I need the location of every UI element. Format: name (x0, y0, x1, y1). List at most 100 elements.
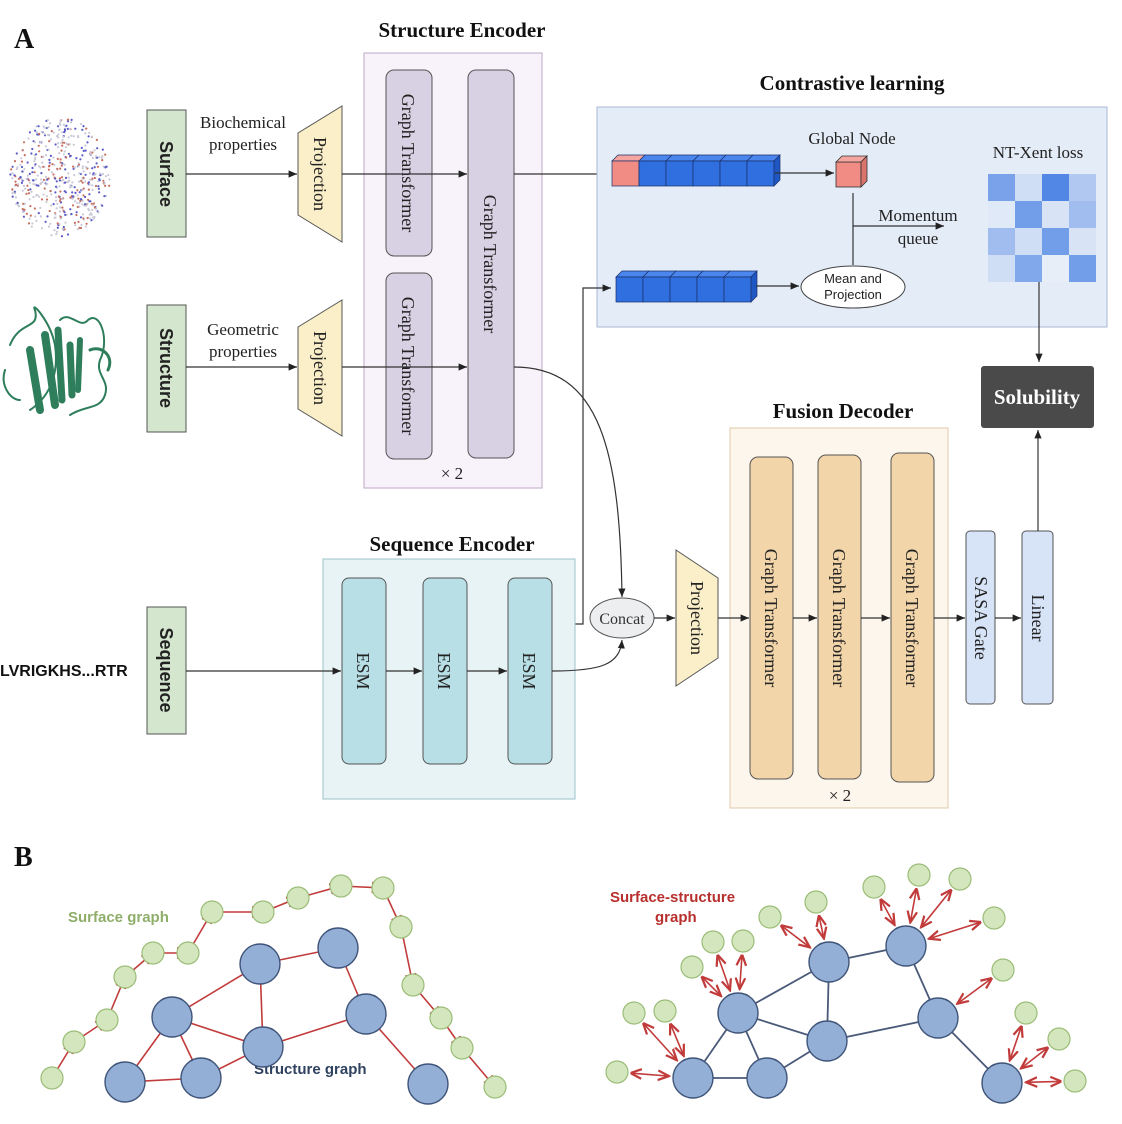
surface-dot (55, 135, 59, 138)
surface-dot (97, 180, 100, 183)
surface-dot (108, 178, 111, 181)
surface-dot (81, 167, 84, 170)
surface-dot (37, 165, 41, 168)
protein-ribbon-icon (2, 306, 112, 416)
surface-dot (55, 180, 58, 183)
surface-dot (26, 174, 29, 177)
surface-dot (59, 167, 62, 170)
surface-dot (54, 216, 57, 219)
surface-dot (71, 195, 74, 198)
surface-dot (97, 185, 100, 188)
surface-dot (81, 203, 84, 206)
surface-dot (76, 205, 79, 209)
surface-dot (56, 125, 60, 128)
surface-dot (29, 188, 32, 191)
surface-dot (55, 207, 58, 210)
surface-dot (91, 208, 94, 211)
surface-dot (20, 165, 24, 169)
surface-dot (58, 177, 62, 180)
token (615, 276, 644, 303)
surface-dot (39, 166, 42, 169)
token (692, 160, 721, 187)
linear-layer: Linear (1021, 530, 1054, 705)
surface-dot (17, 204, 20, 207)
surface-dot (23, 168, 26, 171)
surface-dot (50, 130, 53, 133)
surface-dot (87, 181, 90, 184)
surface-dot (59, 122, 62, 125)
surface-dot (71, 204, 75, 207)
surface-dot (48, 140, 51, 143)
fusion-projection-label: Projection (687, 581, 707, 655)
structure-graph-label: Structure graph (254, 1061, 367, 1078)
surface-dot (63, 163, 66, 166)
surface-dot (27, 189, 30, 192)
loss-cell (988, 201, 1015, 228)
surface-dot (87, 135, 90, 138)
loss-cell (1015, 255, 1042, 282)
surface-dot (40, 198, 44, 201)
panel-b-label: B (14, 842, 33, 873)
surface-dot (91, 204, 94, 207)
surface-dot (67, 172, 70, 175)
surface-dot (104, 166, 107, 169)
surface-dot (31, 166, 34, 170)
fusion-projection (675, 549, 719, 687)
loss-cell (988, 228, 1015, 255)
surface-dot (54, 196, 58, 199)
surface-dot (81, 199, 84, 202)
surface-dot (20, 178, 24, 181)
surface-dot (45, 200, 48, 203)
surface-dot (15, 167, 18, 171)
surface-dot (92, 202, 96, 205)
surface-dot (48, 209, 51, 213)
bidirectional-edge (910, 890, 916, 923)
surface-dot (60, 149, 63, 152)
surface-dot (64, 146, 67, 149)
surface-dot (54, 199, 58, 202)
surface-dot (65, 213, 68, 216)
fusion-graph-transformer-2: Graph Transformer (817, 454, 862, 780)
loss-cell (1069, 228, 1096, 255)
surface-node (1063, 1069, 1087, 1093)
surface-dot (26, 161, 29, 164)
surface-dot (44, 220, 47, 223)
surface-dot (76, 194, 79, 197)
surface-dot (65, 142, 68, 145)
surface-dot (42, 155, 45, 158)
surface-dot (81, 181, 84, 184)
bidirectional-edge (782, 926, 810, 947)
surface-dot (49, 222, 52, 225)
surface-dot (52, 173, 55, 176)
surface-dot (70, 121, 73, 124)
token (665, 160, 694, 187)
surface-dot (35, 153, 38, 156)
surface-dot (21, 170, 24, 173)
loss-cell (1042, 255, 1069, 282)
surface-dot (60, 235, 64, 238)
solubility-output (981, 366, 1094, 428)
surface-dot (12, 191, 15, 194)
surface-dot (92, 217, 95, 220)
graph-transformer-surface-label: Graph Transformer (398, 94, 418, 232)
surface-dot (90, 213, 93, 216)
surface-dot (16, 166, 19, 169)
surface-dot (16, 183, 20, 186)
concat-label: Concat (599, 611, 645, 628)
surface-dot (20, 160, 24, 163)
surface-dot (42, 165, 45, 168)
surface-node (429, 1006, 453, 1030)
surface-dot (64, 221, 67, 224)
surface-dot (66, 127, 69, 130)
surface-dot (13, 160, 17, 163)
surface-dot (33, 141, 37, 144)
surface-dot (89, 150, 92, 154)
surface-dot (64, 168, 67, 171)
surface-dot (63, 181, 67, 184)
surface-dot (70, 134, 73, 137)
surface-node (1047, 1027, 1071, 1051)
surface-dot (29, 214, 32, 217)
momentum-label: Momentum (878, 206, 957, 225)
surface-dot (59, 215, 62, 218)
